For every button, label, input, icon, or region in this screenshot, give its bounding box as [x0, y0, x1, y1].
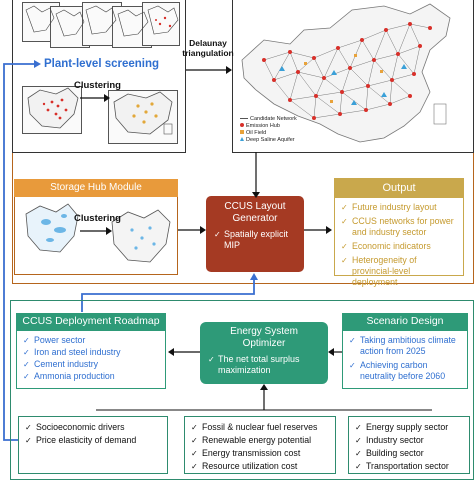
energy-resources-box: Fossil & nuclear fuel reserves Renewable…: [184, 416, 336, 474]
output-body: Future industry layout CCUS networks for…: [334, 198, 464, 287]
resource-item: Renewable energy potential: [191, 435, 329, 446]
legend-deep-saline-aquifer: Deep Saline Aquifer: [240, 137, 297, 144]
top-arrows: [178, 152, 332, 234]
roadmap-item: Ammonia production: [23, 371, 159, 382]
clustering-arrow-top: [80, 94, 110, 102]
output-item: Heterogeneity of provincial-level deploy…: [341, 255, 457, 288]
scenario-body: Taking ambitious climate action from 202…: [342, 331, 468, 389]
output-list: Future industry layout CCUS networks for…: [341, 202, 457, 288]
scenario-list: Taking ambitious climate action from 202…: [349, 335, 461, 382]
cluster-maps-art: [27, 87, 173, 135]
network-legend: Candidate Network Emission Hub Oil Field…: [240, 116, 297, 144]
driver-item: Price elasticity of demand: [25, 435, 161, 446]
delaunay-triangulation-label: Delaunay triangulation: [178, 38, 238, 58]
output-title: Output: [334, 178, 464, 198]
scenario-item: Taking ambitious climate action from 202…: [349, 335, 461, 357]
storage-hub-maps: [25, 203, 171, 263]
candidate-network-map: [241, 3, 451, 143]
sector-item: Industry sector: [355, 435, 463, 446]
output-item: CCUS networks for power and industry sec…: [341, 216, 457, 238]
ccus-layout-generator: CCUS Layout Generator Spatially explicit…: [206, 196, 304, 272]
sectors-box: Energy supply sector Industry sector Bui…: [348, 416, 470, 474]
plant-module-frame: [12, 0, 186, 153]
roadmap-item: Iron and steel industry: [23, 347, 159, 358]
optimizer-title: Energy System Optimizer: [230, 326, 298, 349]
output-item: Future industry layout: [341, 202, 457, 213]
resource-item: Fossil & nuclear fuel reserves: [191, 422, 329, 433]
legend-candidate-network: Candidate Network: [240, 116, 297, 123]
optimizer-item: The net total surplus maximization: [208, 354, 320, 376]
resource-item: Energy transmission cost: [191, 448, 329, 459]
resources-list: Fossil & nuclear fuel reserves Renewable…: [191, 422, 329, 472]
legend-oil-field: Oil Field: [240, 130, 297, 137]
legend-emission-hub: Emission Hub: [240, 123, 297, 130]
energy-system-optimizer: Energy System Optimizer The net total su…: [200, 322, 328, 384]
sector-item: Building sector: [355, 448, 463, 459]
roadmap-item: Cement industry: [23, 359, 159, 370]
roadmap-item: Power sector: [23, 335, 159, 346]
clustering-label-top: Clustering: [74, 80, 121, 91]
roadmap-body: Power sector Iron and steel industry Cem…: [16, 331, 166, 389]
drivers-list: Socioeconomic drivers Price elasticity o…: [25, 422, 161, 446]
delaunay-text: Delaunay triangulation: [182, 38, 234, 58]
output-item: Economic indicators: [341, 241, 457, 252]
scenario-item: Achieving carbon neutrality before 2060: [349, 360, 461, 382]
roadmap-list: Power sector Iron and steel industry Cem…: [23, 335, 159, 382]
generator-item: Spatially explicit MIP: [214, 229, 296, 251]
sector-item: Transportation sector: [355, 461, 463, 472]
scenario-title: Scenario Design: [342, 313, 468, 331]
driver-item: Socioeconomic drivers: [25, 422, 161, 433]
delaunay-arrow: [186, 66, 232, 74]
clustering-label-storage: Clustering: [74, 213, 121, 224]
sector-item: Energy supply sector: [355, 422, 463, 433]
clustering-arrow-storage: [80, 227, 112, 235]
plant-map-scribbles: [25, 5, 179, 37]
storage-hub-title: Storage Hub Module: [14, 179, 178, 197]
plant-level-screening-title: Plant-level screening: [44, 58, 160, 70]
generator-title: CCUS Layout Generator: [224, 201, 286, 224]
roadmap-title: CCUS Deployment Roadmap: [16, 313, 166, 331]
resource-item: Resource utilization cost: [191, 461, 329, 472]
sectors-list: Energy supply sector Industry sector Bui…: [355, 422, 463, 472]
bottom-arrows: [96, 348, 432, 411]
demand-drivers-box: Socioeconomic drivers Price elasticity o…: [18, 416, 168, 474]
